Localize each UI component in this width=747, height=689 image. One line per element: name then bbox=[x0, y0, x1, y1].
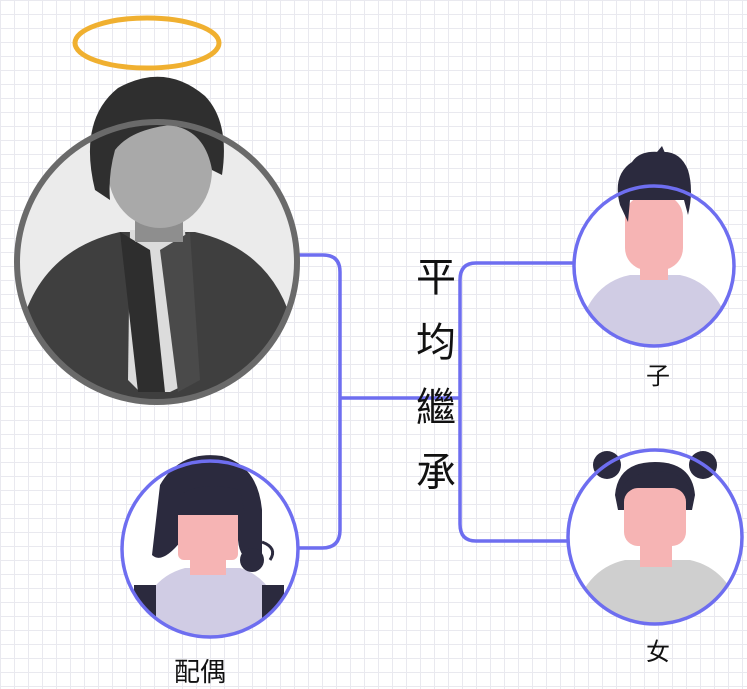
connector-lines bbox=[292, 253, 574, 550]
son-avatar-icon bbox=[572, 146, 736, 348]
deceased-man-avatar-icon bbox=[14, 76, 300, 405]
title-char-1: 平 bbox=[416, 255, 456, 301]
spouse-label: 配偶 bbox=[173, 658, 226, 688]
title-char-2: 均 bbox=[416, 320, 456, 366]
title-char-3: 繼 bbox=[416, 385, 456, 431]
spouse-woman-avatar-icon bbox=[120, 455, 300, 639]
halo-icon bbox=[72, 15, 222, 71]
daughter-avatar-icon bbox=[566, 448, 744, 626]
diagram-title-vertical: 平 均 繼 承 bbox=[406, 258, 466, 518]
children-connector bbox=[458, 261, 574, 543]
deceased-connector bbox=[292, 253, 342, 550]
title-char-4: 承 bbox=[416, 450, 456, 496]
daughter-label: 女 bbox=[646, 638, 670, 666]
son-label: 子 bbox=[646, 362, 670, 390]
